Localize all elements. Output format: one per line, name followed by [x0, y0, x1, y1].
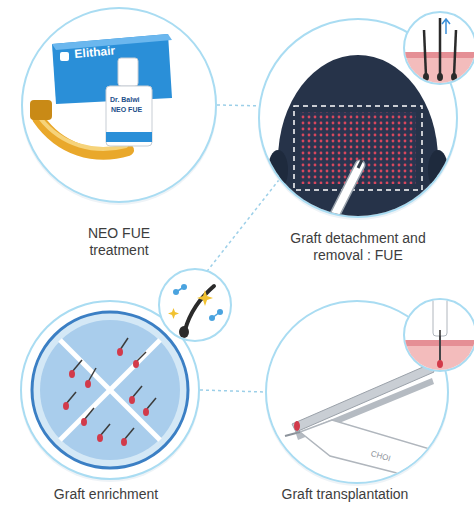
step-label: Graft enrichment: [16, 486, 196, 503]
implanter-body: [433, 296, 447, 336]
circle-shadow: [258, 20, 458, 220]
circle-outline: [16, 296, 204, 484]
dashed-connector: [217, 105, 259, 107]
circle-outline: [17, 3, 221, 207]
connector-line: [200, 390, 265, 392]
step-circle-shape: [266, 301, 448, 483]
sparkle: [197, 290, 213, 306]
step-label: Graft transplantation: [245, 486, 445, 503]
step-circle: Graft enrichment: [20, 300, 200, 480]
sparkle: [168, 308, 179, 319]
circle-outline: [254, 14, 462, 222]
hair-bulb: [451, 73, 457, 81]
step-label: Graft detachment and removal : FUE: [283, 230, 433, 264]
molecule: [173, 289, 179, 295]
product-text: NEO FUE: [111, 106, 142, 113]
step-label: NEO FUE treatment: [69, 225, 169, 259]
step-circle-shape: [22, 8, 216, 202]
molecule-bond: [176, 287, 184, 292]
molecule: [181, 284, 187, 290]
connector-line: [168, 180, 279, 321]
circle-shadow: [21, 9, 217, 205]
molecule-bond: [212, 312, 220, 318]
follicle: [185, 286, 214, 330]
step-circle-shape: [21, 301, 199, 479]
product-text: Elithair: [74, 44, 116, 60]
molecule: [217, 309, 223, 315]
dashed-connector: [168, 180, 279, 321]
connector-line: [217, 104, 259, 106]
circle-outline: [261, 296, 453, 488]
molecules: [173, 284, 223, 321]
extract-arrow: [442, 19, 450, 34]
product-text: Dr. Balwi: [110, 96, 140, 103]
step-circle: Graft transplantation: [265, 300, 449, 484]
molecule: [209, 315, 215, 321]
circle-shadow: [20, 302, 200, 482]
step-circle: Graft detachment and removal : FUE: [258, 18, 458, 218]
hair-strand: [454, 30, 456, 76]
circle-shadow: [265, 302, 449, 486]
step-circle-shape: [259, 19, 457, 217]
step-circle: NEO FUE treatment: [21, 7, 217, 203]
dashed-connector: [200, 390, 265, 392]
